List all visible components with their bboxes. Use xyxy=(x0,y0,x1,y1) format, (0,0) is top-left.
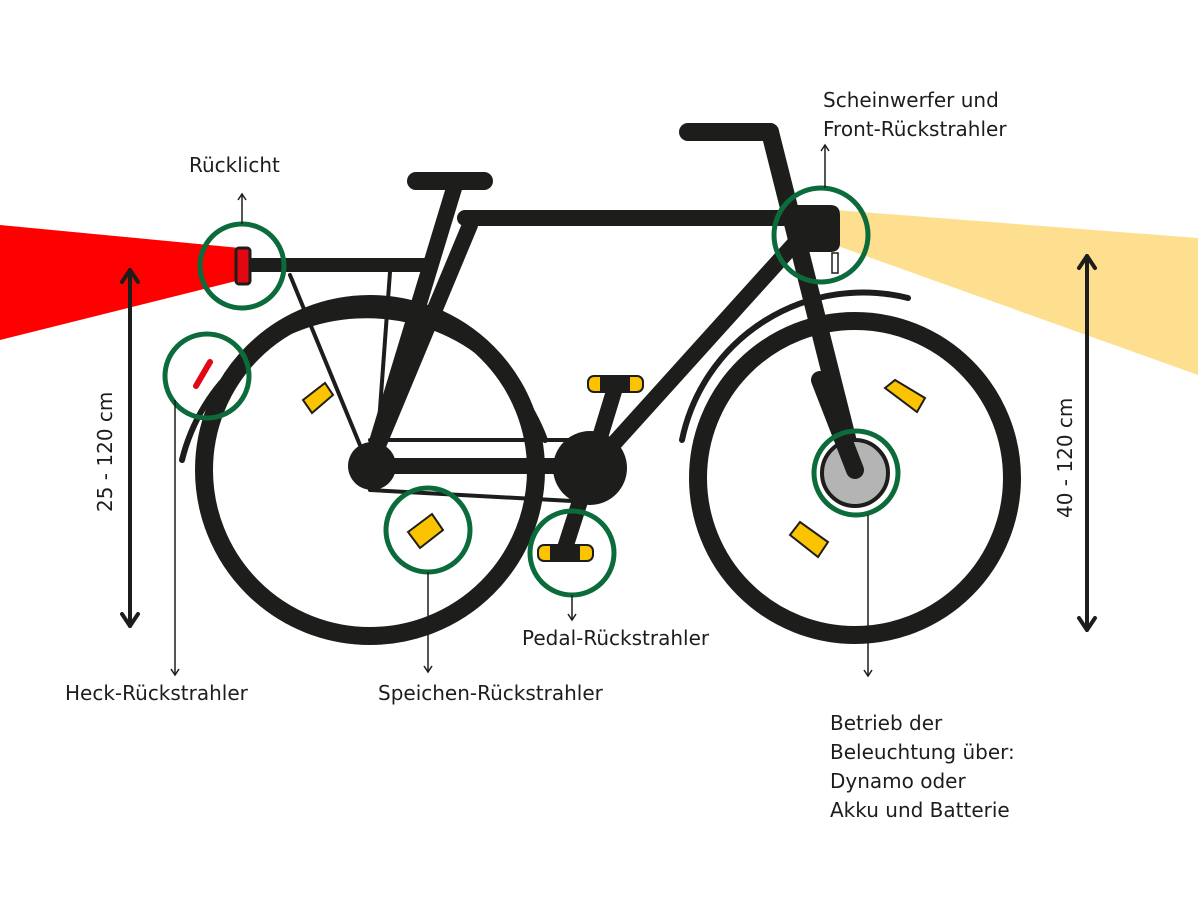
highlight-rear-reflector xyxy=(162,331,252,421)
label-scheinwerfer-1: Scheinwerfer und xyxy=(823,88,999,112)
front-reflector xyxy=(831,252,839,274)
spoke-reflector xyxy=(788,520,830,559)
down-tube xyxy=(582,224,813,478)
label-betrieb-2: Beleuchtung über: xyxy=(830,740,1015,764)
seat-stay xyxy=(362,217,478,473)
label-heck-rueckstrahler: Heck-Rückstrahler xyxy=(65,681,248,705)
label-betrieb-1: Betrieb der xyxy=(830,711,943,735)
rear-light-beam xyxy=(0,225,240,340)
chainring xyxy=(553,431,627,505)
highlight-headlight xyxy=(771,185,871,285)
label-height-front: 40 - 120 cm xyxy=(1053,397,1077,518)
rear-fender xyxy=(179,312,548,463)
label-height-rear: 25 - 120 cm xyxy=(93,391,117,512)
label-pedal-rueckstrahler: Pedal-Rückstrahler xyxy=(522,626,710,650)
tail-light xyxy=(234,246,252,286)
rear-reflector xyxy=(193,359,213,389)
label-betrieb-4: Akku und Batterie xyxy=(830,798,1010,822)
spoke-reflector xyxy=(406,512,445,550)
label-scheinwerfer-2: Front-Rückstrahler xyxy=(823,117,1007,141)
spoke-reflector xyxy=(883,378,927,414)
spoke-reflector xyxy=(301,381,335,415)
highlight-dynamo xyxy=(811,428,901,518)
label-ruecklicht: Rücklicht xyxy=(189,153,280,177)
headlight xyxy=(795,205,840,252)
front-light-beam xyxy=(835,210,1198,375)
rear-hub xyxy=(348,442,396,490)
front-fender xyxy=(679,289,911,443)
label-speichen-rueckstrahler: Speichen-Rückstrahler xyxy=(378,681,603,705)
front-wheel xyxy=(689,312,1021,644)
label-betrieb-3: Dynamo oder xyxy=(830,769,966,793)
